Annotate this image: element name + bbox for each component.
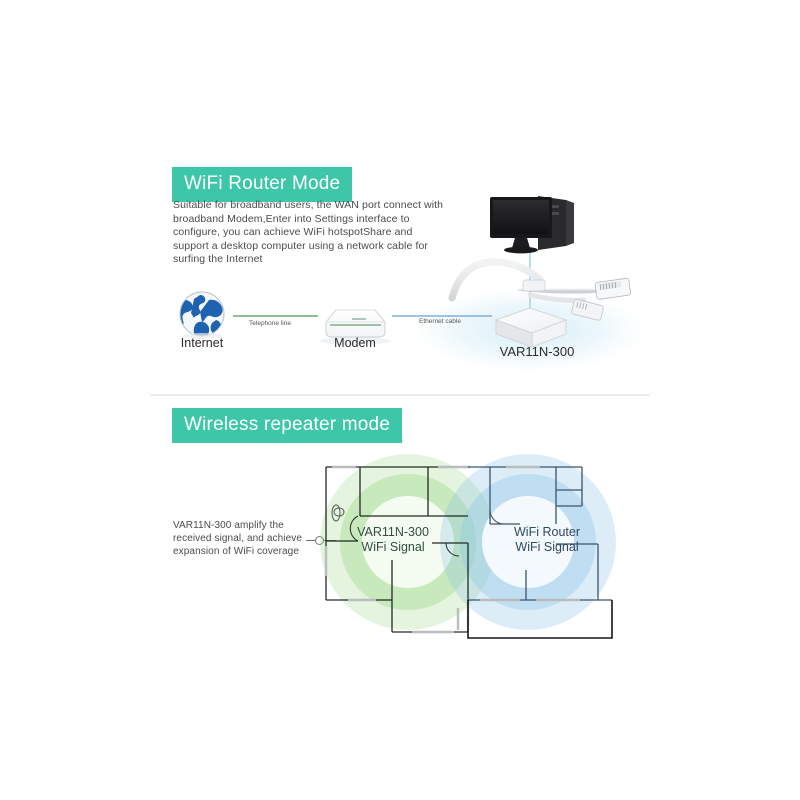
section-divider bbox=[150, 394, 650, 396]
var11n-coverage-rings bbox=[320, 454, 496, 630]
wifi-router-mode-description: Suitable for broadband users, the WAN po… bbox=[173, 199, 444, 266]
wire-label-telephone-line: Telephone line bbox=[249, 320, 291, 327]
coverage-label-var11n-300: VAR11N-300 WiFi Signal bbox=[333, 525, 453, 555]
callout-endpoint-dot bbox=[315, 536, 324, 545]
desktop-computer-icon bbox=[490, 196, 574, 254]
coverage-label-var11n-300-line2: WiFi Signal bbox=[361, 540, 425, 554]
rj45-connector-icon bbox=[594, 277, 632, 300]
coverage-label-var11n-300-line1: VAR11N-300 bbox=[357, 525, 429, 539]
door-arc-left bbox=[349, 515, 359, 542]
floorplan-windows-right bbox=[456, 465, 580, 630]
wireless-repeater-mode-diagram bbox=[320, 454, 616, 639]
coverage-label-wifi-router-line2: WiFi Signal bbox=[515, 540, 579, 554]
coverage-label-wifi-router-line1: WiFi Router bbox=[514, 525, 580, 539]
node-label-var11n-300: VAR11N-300 bbox=[499, 344, 575, 359]
wifi-router-coverage-rings bbox=[440, 454, 616, 630]
coverage-label-wifi-router: WiFi Router WiFi Signal bbox=[487, 525, 607, 555]
router-device-icon bbox=[494, 307, 568, 348]
section-banner-wifi-router-mode: WiFi Router Mode bbox=[172, 167, 353, 202]
globe-icon bbox=[179, 291, 225, 339]
floorplan-windows bbox=[324, 465, 470, 634]
floorplan-outer-outline bbox=[467, 600, 613, 639]
ethernet-cable-illustration bbox=[448, 258, 632, 321]
node-label-modem: Modem bbox=[334, 336, 376, 350]
door-arc-mid bbox=[445, 542, 460, 557]
router-signal-halo bbox=[412, 288, 648, 372]
section-banner-wireless-repeater-mode: Wireless repeater mode bbox=[172, 408, 403, 443]
node-label-internet: Internet bbox=[180, 336, 224, 350]
wireless-repeater-mode-description: VAR11N-300 amplify the received signal, … bbox=[173, 520, 302, 557]
wire-label-ethernet-cable: Ethernet cable bbox=[419, 318, 461, 325]
